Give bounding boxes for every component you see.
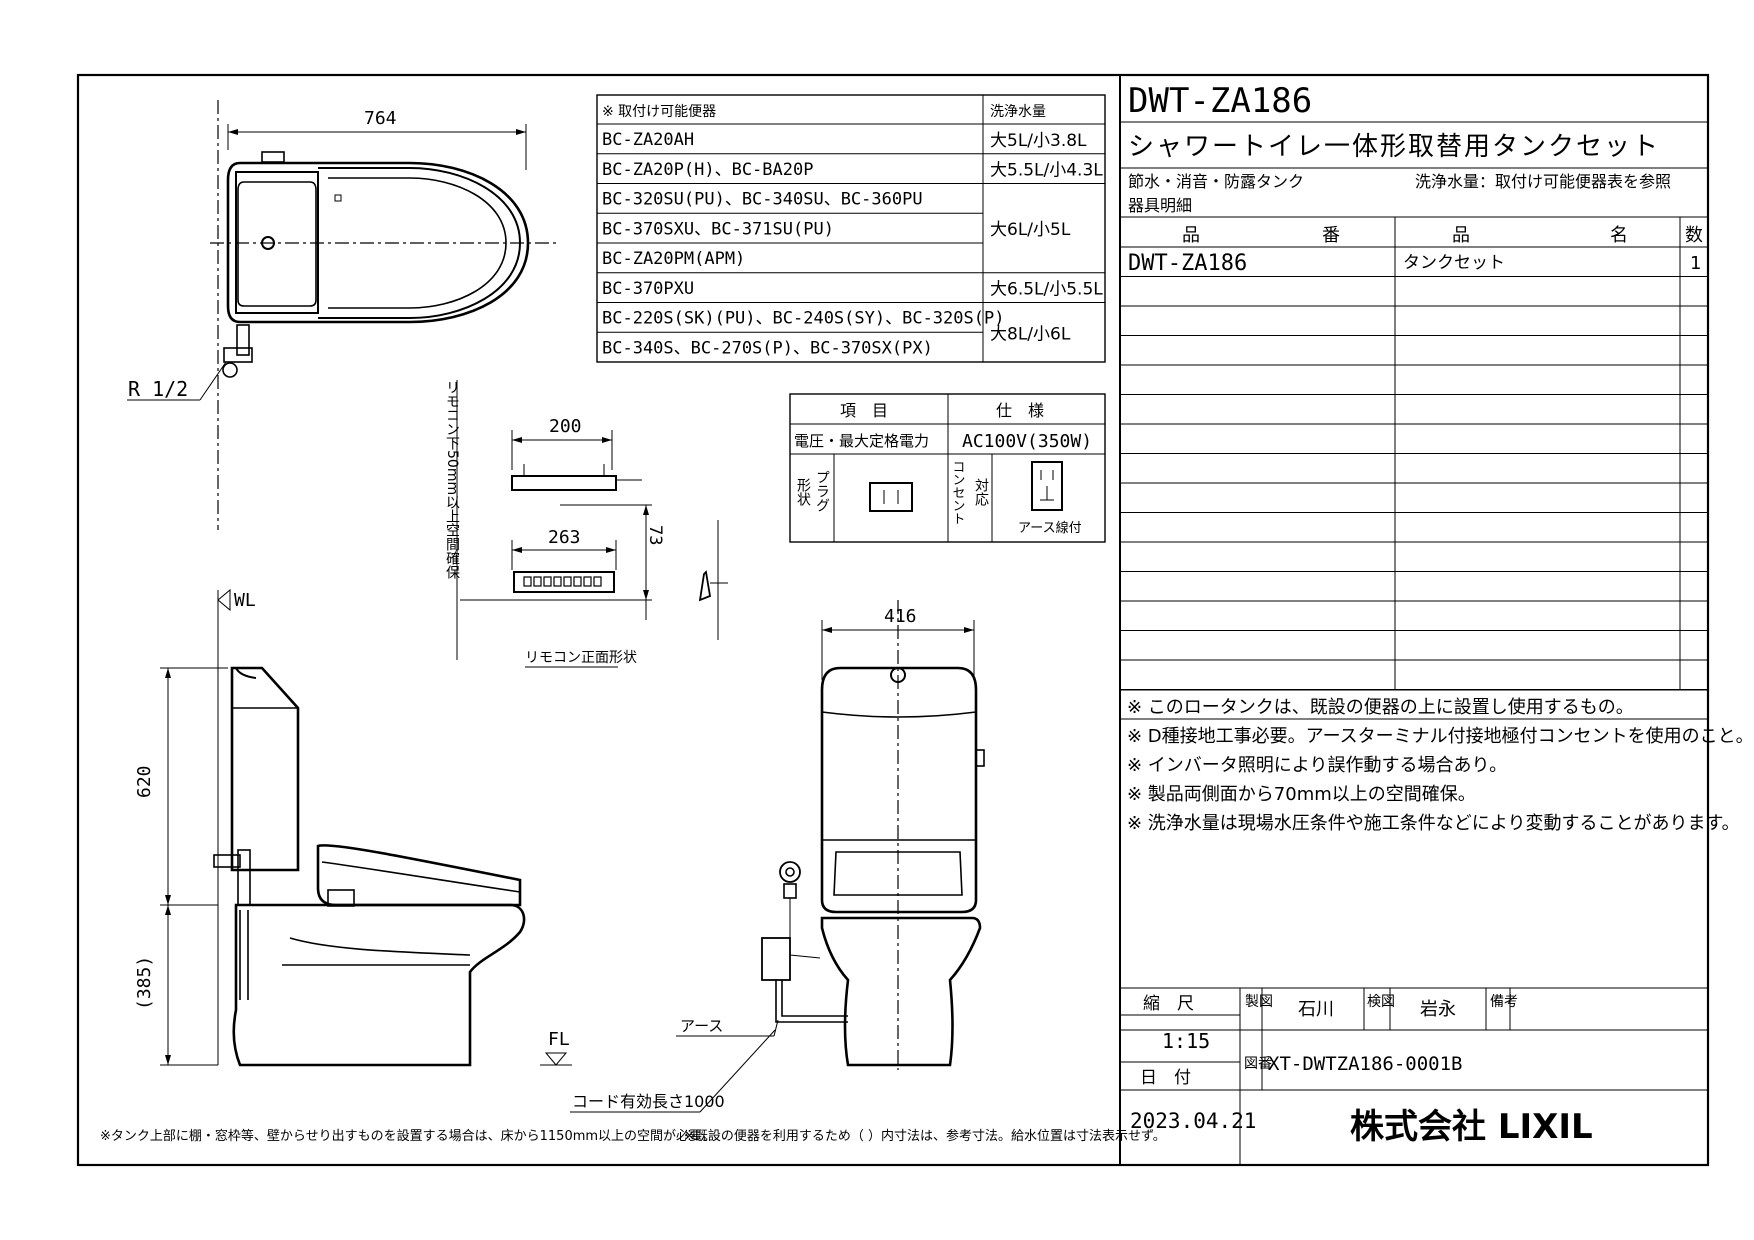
compat-model-0: BC-ZA20AH <box>602 130 694 150</box>
company-logo: 株式会社 LIXIL <box>1350 1107 1593 1147</box>
header-name-1: 品 <box>1452 225 1470 246</box>
row-part-name: タンクセット <box>1403 253 1505 273</box>
remote-caption: リモコン正面形状 <box>525 650 637 666</box>
outlet-label: コンセント <box>950 460 966 525</box>
shape-label: 形状 <box>795 478 811 506</box>
remote-button <box>523 576 532 587</box>
compat-volume-0: 大5L/小3.8L <box>990 131 1087 151</box>
header-qty: 数 <box>1685 225 1703 246</box>
remote-clearance-note: リモコン下50mm以上空間確保 <box>444 380 460 579</box>
remote-button <box>563 576 572 587</box>
checked-by: 岩永 <box>1420 999 1456 1020</box>
note-1: ※ このロータンクは、既設の便器の上に設置し使用するもの。 <box>1127 697 1634 718</box>
wl-label: WL <box>234 590 256 611</box>
compat-model-2: BC-320SU(PU)、BC-340SU、BC-360PU <box>602 190 923 210</box>
row-qty: 1 <box>1690 253 1701 274</box>
note-5: ※ 洗浄水量は現場水圧条件や施工条件などにより変動することがあります。 <box>1127 813 1740 834</box>
bottom-note-left: ※タンク上部に棚・窓枠等、壁からせり出すものを設置する場合は、床から1150mm… <box>100 1128 715 1144</box>
dim-416: 416 <box>884 606 917 627</box>
support-label: 対応 <box>973 478 989 507</box>
remote-detail: リモコン下50mm以上空間確保 200 263 73 リモコン正面形状 <box>444 380 728 668</box>
side-view: WL 620 (385) FL <box>134 588 572 1067</box>
remote-button <box>543 576 552 587</box>
plug-symbol <box>869 482 913 512</box>
date-label: 日 付 <box>1140 1068 1191 1088</box>
earth-label: アース <box>680 1017 723 1035</box>
parts-label: 器具明細 <box>1128 196 1192 215</box>
drawing-number: XT-DWTZA186-0001B <box>1268 1053 1462 1075</box>
spec-table: 項 目 仕 様 電圧・最大定格電力 AC100V(350W) 形状 プラグ コン… <box>789 393 1106 543</box>
compat-header-right: 洗浄水量 <box>990 104 1046 120</box>
compat-model-5: BC-370PXU <box>602 279 694 299</box>
dim-620: 620 <box>134 765 155 798</box>
compat-model-4: BC-ZA20PM(APM) <box>602 249 745 269</box>
header-name-2: 名 <box>1610 225 1628 246</box>
footer-block: 縮 尺 1:15 製図 石川 検図 岩永 備考 日 付 図番 XT-DWTZA1… <box>1120 987 1708 1165</box>
remarks-label: 備考 <box>1490 994 1518 1010</box>
date-value: 2023.04.21 <box>1130 1109 1256 1133</box>
remote-button <box>553 576 562 587</box>
notes: ※ このロータンクは、既設の便器の上に設置し使用するもの。 ※ D種接地工事必要… <box>1127 697 1754 834</box>
parts-table: 品 番 品 名 数 DWT-ZA186 タンクセット 1 <box>1120 216 1708 720</box>
drawn-by: 石川 <box>1298 999 1334 1020</box>
remote-button <box>583 576 592 587</box>
row-part-no: DWT-ZA186 <box>1128 251 1247 276</box>
remote-button <box>533 576 542 587</box>
header-part-no-1: 品 <box>1182 225 1200 246</box>
compat-header-left: ※ 取付け可能便器 <box>602 104 716 120</box>
earth-wire-label: アース線付 <box>1018 520 1082 536</box>
remote-button <box>573 576 582 587</box>
compat-model-3: BC-370SXU、BC-371SU(PU) <box>602 219 834 239</box>
outlet-symbol <box>1031 461 1063 511</box>
spec-row1-label: 電圧・最大定格電力 <box>794 432 929 450</box>
spec-col1: 項 目 <box>840 401 888 420</box>
compat-volume-6: 大8L/小6L <box>990 324 1071 344</box>
compat-table: ※ 取付け可能便器 洗浄水量 BC-ZA20AH 大5L/小3.8L BC-ZA20… <box>596 94 1106 363</box>
compat-volume-1: 大5.5L/小4.3L <box>990 161 1103 181</box>
spec-row1-value: AC100V(350W) <box>962 431 1092 452</box>
compat-model-6: BC-220S(SK)(PU)、BC-240S(SY)、BC-320S(P) <box>602 309 1004 329</box>
plug-label: プラグ <box>814 470 830 512</box>
fl-label: FL <box>548 1029 570 1050</box>
dim-r-half: R 1/2 <box>128 377 188 401</box>
model-title: DWT-ZA186 <box>1128 81 1312 121</box>
dim-263: 263 <box>548 527 581 548</box>
checked-label: 検図 <box>1367 994 1395 1010</box>
dim-73: 73 <box>645 525 665 545</box>
sheet-border <box>76 73 1710 1167</box>
dim-200: 200 <box>549 416 582 437</box>
top-view: 764 R 1/2 <box>127 100 560 530</box>
cord-label: コード有効長さ1000 <box>572 1092 725 1111</box>
compat-model-1: BC-ZA20P(H)、BC-BA20P <box>602 160 813 180</box>
scale-label: 縮 尺 <box>1143 994 1194 1014</box>
spec-col2: 仕 様 <box>996 401 1044 420</box>
header-part-no-2: 番 <box>1322 225 1340 246</box>
compat-model-7: BC-340S、BC-270S(P)、BC-370SX(PX) <box>602 338 933 358</box>
note-2: ※ D種接地工事必要。アースターミナル付接地極付コンセントを使用のこと。 <box>1127 726 1754 747</box>
compat-volume-5: 大6.5L/小5.5L <box>990 280 1103 300</box>
bottom-note-right: ※既設の便器を利用するため（ ）内寸法は、参考寸法。給水位置は寸法表示せず。 <box>684 1128 1166 1144</box>
note-3: ※ インバータ照明により誤作動する場合あり。 <box>1127 755 1507 776</box>
compat-volume-2: 大6L/小5L <box>990 220 1071 240</box>
dim-764: 764 <box>364 108 397 129</box>
water-note: 洗浄水量：取付け可能便器表を参照 <box>1415 172 1671 191</box>
number-label: 図番 <box>1244 1056 1272 1072</box>
front-view: 416 アース コード有効長さ1000 <box>570 600 985 1113</box>
note-4: ※ 製品両側面から70mm以上の空間確保。 <box>1127 784 1476 805</box>
dim-385: (385) <box>134 956 155 1010</box>
product-name: シャワートイレ一体形取替用タンクセット <box>1128 132 1660 162</box>
feature-text: 節水・消音・防露タンク <box>1128 172 1304 191</box>
scale-value: 1:15 <box>1162 1029 1210 1053</box>
drawn-label: 製図 <box>1245 994 1273 1010</box>
remote-button <box>593 576 602 587</box>
